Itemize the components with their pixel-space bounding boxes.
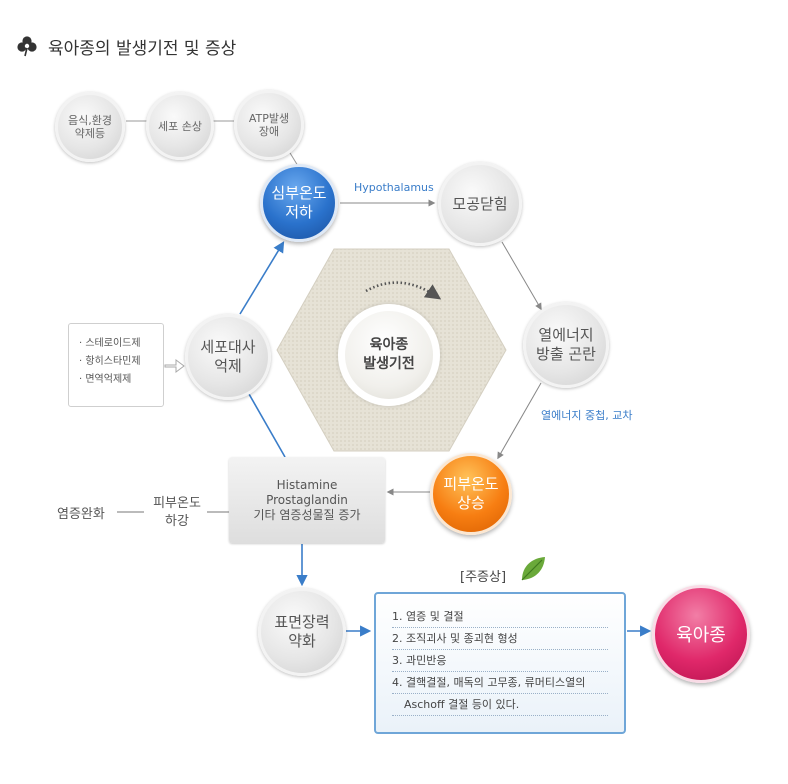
node-granuloma: 육아종 [652,585,750,683]
inhibitor-item: · 항히스타민제 [79,356,141,367]
inhibitor-item: · 스테로이드제 [79,338,141,349]
inhibitor-list: · 스테로이드제 · 항히스타민제 · 면역억제제 [68,323,164,407]
label-skin-temp-fall: 피부온도 하강 [153,496,201,529]
diagram-title: 육아종의 발생기전 및 증상 [16,34,237,59]
symptom-item: 1. 염증 및 결절 [392,606,608,628]
node-pore-close: 모공닫힘 [438,162,522,246]
symptoms-title: [주증상] [460,570,507,585]
symptom-item: 4. 결핵결절, 매독의 고무종, 류머티스열의 [392,672,608,694]
mediator-box: Histamine Prostaglandin 기타 염증성물질 증가 [229,457,385,543]
label-hypothalamus: Hypothalamus [354,181,434,194]
node-cell-damage: 세포 손상 [146,92,214,160]
label-inflammation-relief: 염증완화 [57,507,105,522]
symptom-item: 3. 과민반응 [392,650,608,672]
label-heat-overlap: 열에너지 중첩, 교차 [541,409,633,422]
symptoms-box: 1. 염증 및 결절 2. 조직괴사 및 종괴현 형성 3. 과민반응 4. 결… [374,592,626,734]
leaf-icon [521,557,545,581]
symptom-item: Aschoff 결절 등이 있다. [392,694,608,716]
symptom-item: 2. 조직괴사 및 종괴현 형성 [392,628,608,650]
title-text: 육아종의 발생기전 및 증상 [48,38,237,59]
clover-icon [17,36,37,57]
inhibitor-item: · 면역억제제 [79,374,132,385]
